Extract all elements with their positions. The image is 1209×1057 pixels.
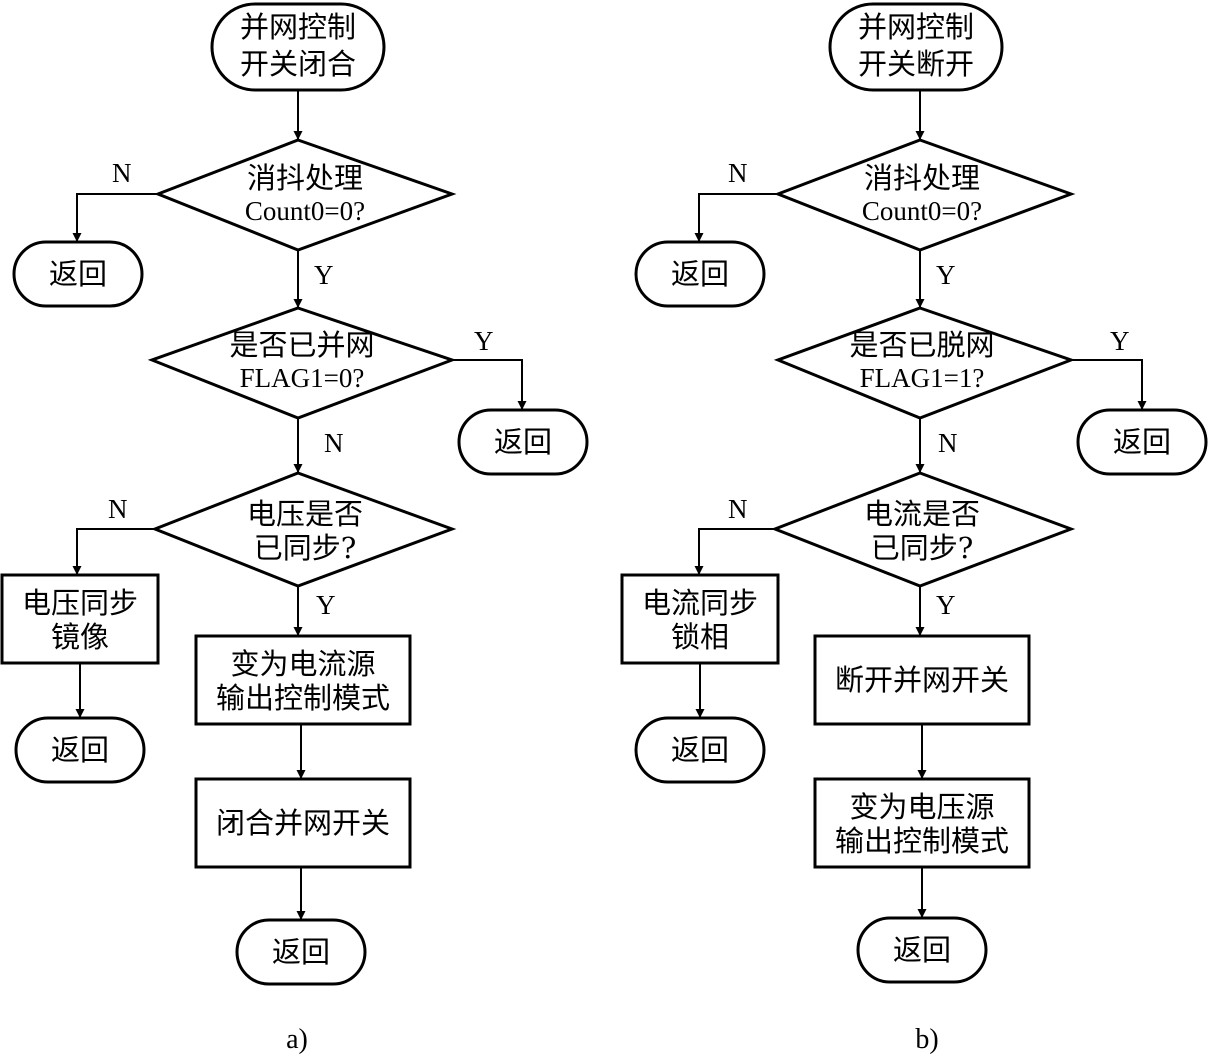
a-current-source-line1: 变为电流源 (230, 647, 375, 681)
a-start-line1: 并网控制 (240, 10, 356, 44)
b-grid-state-line2: FLAG1=1? (860, 363, 985, 393)
a-current-source-box: 变为电流源 输出控制模式 (194, 634, 412, 726)
a-sync-line1: 电压是否 (247, 497, 363, 531)
a-sync-decision: 电压是否 已同步? (150, 471, 457, 588)
a-voltage-sync-line2: 镜像 (51, 620, 109, 654)
b-start-line1: 并网控制 (858, 10, 974, 44)
b-voltage-source-line1: 变为电压源 (849, 790, 994, 824)
b-return-3-label: 返回 (671, 733, 729, 767)
b-return-2-label: 返回 (1113, 425, 1171, 459)
b-debounce-no-label: N (728, 158, 748, 188)
a-grid-state-line1: 是否已并网 (229, 328, 374, 362)
a-grid-state-decision: 是否已并网 FLAG1=0? (147, 306, 457, 420)
a-debounce-no-label: N (112, 158, 132, 188)
b-sync-line1: 电流是否 (864, 497, 980, 531)
a-current-source-line2: 输出控制模式 (216, 681, 390, 715)
a-close-switch-box: 闭合并网开关 (194, 777, 412, 869)
a-sync-no-label: N (108, 494, 128, 524)
a-voltage-sync-line1: 电压同步 (22, 586, 138, 620)
a-arrow-debounce-no (72, 193, 158, 242)
b-return-end: 返回 (856, 916, 988, 984)
a-start-terminal: 并网控制 开关闭合 (210, 2, 386, 92)
b-return-2: 返回 (1076, 408, 1208, 476)
a-voltage-sync-box: 电压同步 镜像 (0, 573, 160, 665)
b-arrow-grid-state-yes (1071, 359, 1147, 410)
b-current-sync-line1: 电流同步 (642, 586, 758, 620)
b-current-sync-line2: 锁相 (671, 620, 729, 654)
b-grid-state-no-label: N (938, 428, 958, 458)
b-open-switch-label: 断开并网开关 (835, 663, 1009, 697)
b-arrow-debounce-no (694, 193, 778, 242)
a-sync-yes-label: Y (316, 590, 336, 620)
a-return-2-label: 返回 (494, 425, 552, 459)
b-grid-state-line1: 是否已脱网 (849, 328, 994, 362)
a-return-3: 返回 (14, 716, 146, 784)
a-grid-state-line2: FLAG1=0? (240, 363, 365, 393)
b-debounce-decision: 消抖处理 Count0=0? (773, 138, 1076, 252)
a-return-end-label: 返回 (272, 935, 330, 969)
a-return-2: 返回 (457, 408, 589, 476)
a-start-line2: 开关闭合 (240, 47, 356, 81)
a-grid-state-yes-label: Y (474, 326, 494, 356)
b-sync-no-label: N (728, 494, 748, 524)
b-debounce-line1: 消抖处理 (864, 161, 980, 195)
b-open-switch-box: 断开并网开关 (813, 634, 1031, 726)
b-current-sync-box: 电流同步 锁相 (620, 573, 780, 665)
b-voltage-source-line2: 输出控制模式 (835, 824, 1009, 858)
b-return-end-label: 返回 (893, 933, 951, 967)
b-sync-yes-label: Y (936, 590, 956, 620)
a-return-3-label: 返回 (51, 733, 109, 767)
a-return-end: 返回 (235, 918, 367, 986)
b-return-1: 返回 (634, 240, 766, 308)
b-grid-state-yes-label: Y (1110, 326, 1130, 356)
a-return-1-label: 返回 (49, 257, 107, 291)
b-return-1-label: 返回 (671, 257, 729, 291)
a-grid-state-no-label: N (324, 428, 344, 458)
caption-a: a) (286, 1024, 308, 1055)
a-sync-line2: 已同步? (254, 531, 357, 565)
b-return-3: 返回 (634, 716, 766, 784)
b-sync-decision: 电流是否 已同步? (770, 471, 1076, 588)
a-debounce-decision: 消抖处理 Count0=0? (153, 138, 457, 252)
b-debounce-yes-label: Y (936, 260, 956, 290)
b-start-line2: 开关断开 (858, 47, 974, 81)
a-close-switch-label: 闭合并网开关 (216, 806, 390, 840)
b-start-terminal: 并网控制 开关断开 (828, 2, 1004, 92)
a-debounce-line2: Count0=0? (245, 196, 365, 226)
a-debounce-line1: 消抖处理 (247, 161, 363, 195)
b-debounce-line2: Count0=0? (862, 196, 982, 226)
b-voltage-source-box: 变为电压源 输出控制模式 (813, 777, 1031, 869)
a-arrow-grid-state-yes (452, 359, 527, 410)
flowchart-a: 并网控制 开关闭合 消抖处理 Count0=0? N 返回 Y 是否已并网 FL… (0, 2, 589, 1055)
b-sync-line2: 已同步? (871, 531, 974, 565)
b-grid-state-decision: 是否已脱网 FLAG1=1? (773, 306, 1076, 420)
a-arrow-sync-no (72, 528, 155, 575)
a-return-1: 返回 (12, 240, 144, 308)
a-debounce-yes-label: Y (314, 260, 334, 290)
caption-b: b) (915, 1024, 938, 1055)
b-arrow-sync-no (694, 528, 775, 575)
flowchart-b: 并网控制 开关断开 消抖处理 Count0=0? N 返回 Y 是否已脱网 FL… (620, 2, 1208, 1055)
